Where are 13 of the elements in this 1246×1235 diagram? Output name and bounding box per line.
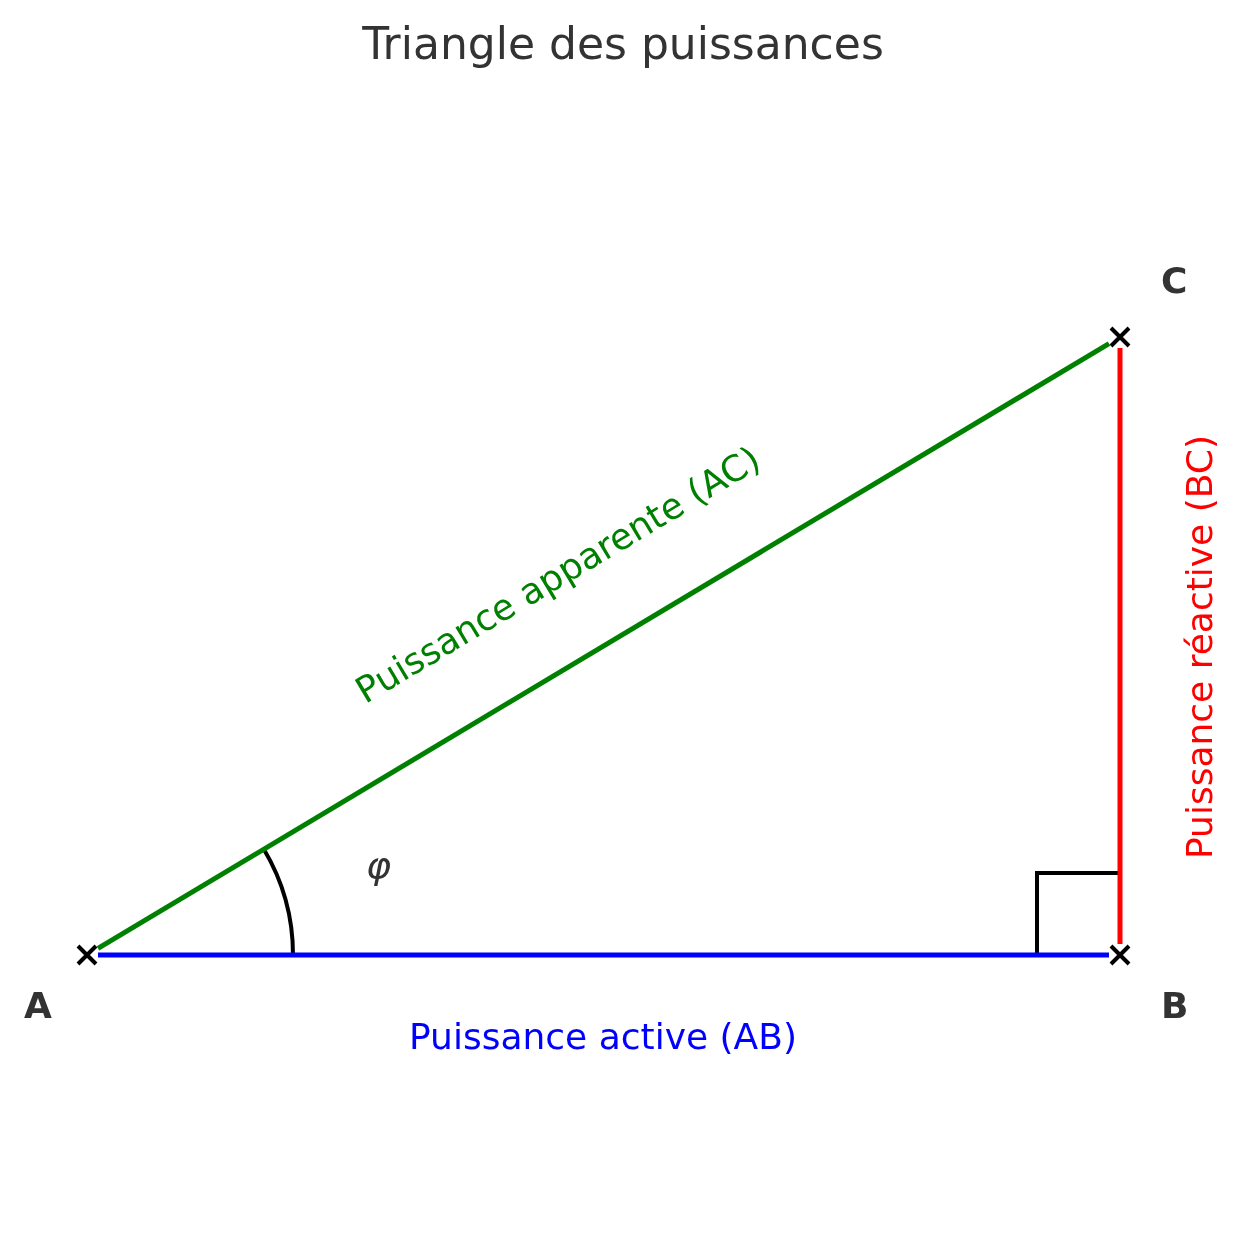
angle-label: φ [366,846,392,884]
vertex-cross [1109,326,1131,348]
triangle-side [96,341,1111,951]
vertex-cross [1109,944,1131,966]
triangle-side [98,952,1109,958]
side-label: Puissance active (AB) [409,1019,797,1055]
vertex-label: B [1161,988,1189,1024]
side-label: Puissance réactive (BC) [1182,435,1218,859]
vertex-cross [76,944,98,966]
diagram-title: Triangle des puissances [361,18,885,69]
triangle-side [1117,348,1123,944]
vertex-label: A [24,988,52,1024]
vertex-label: C [1161,263,1188,299]
